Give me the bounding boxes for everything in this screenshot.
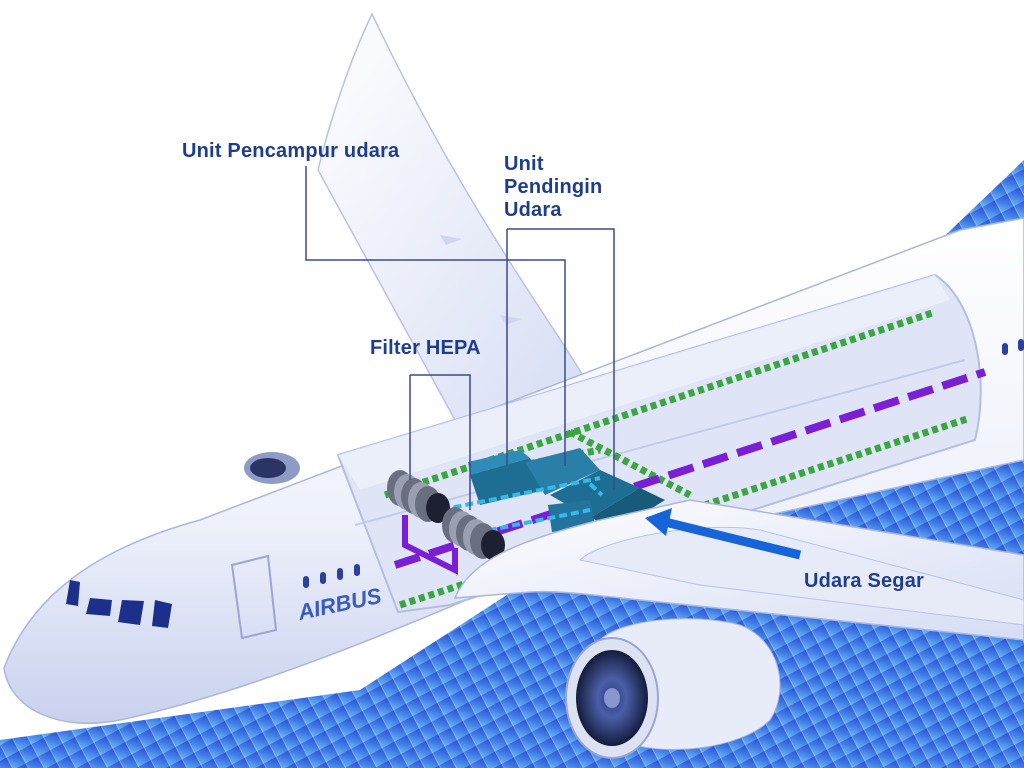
label-air-cooling-unit-line-1: Unit xyxy=(504,153,602,176)
label-hepa-filter: Filter HEPA xyxy=(370,337,481,360)
label-fresh-air: Udara Segar xyxy=(804,570,924,593)
label-air-cooling-unit-line-3: Udara xyxy=(504,199,602,222)
label-air-cooling-unit: Unit Pendingin Udara xyxy=(504,153,602,222)
label-air-cooling-unit-line-2: Pendingin xyxy=(504,176,602,199)
label-air-mixer-unit: Unit Pencampur udara xyxy=(182,140,399,163)
